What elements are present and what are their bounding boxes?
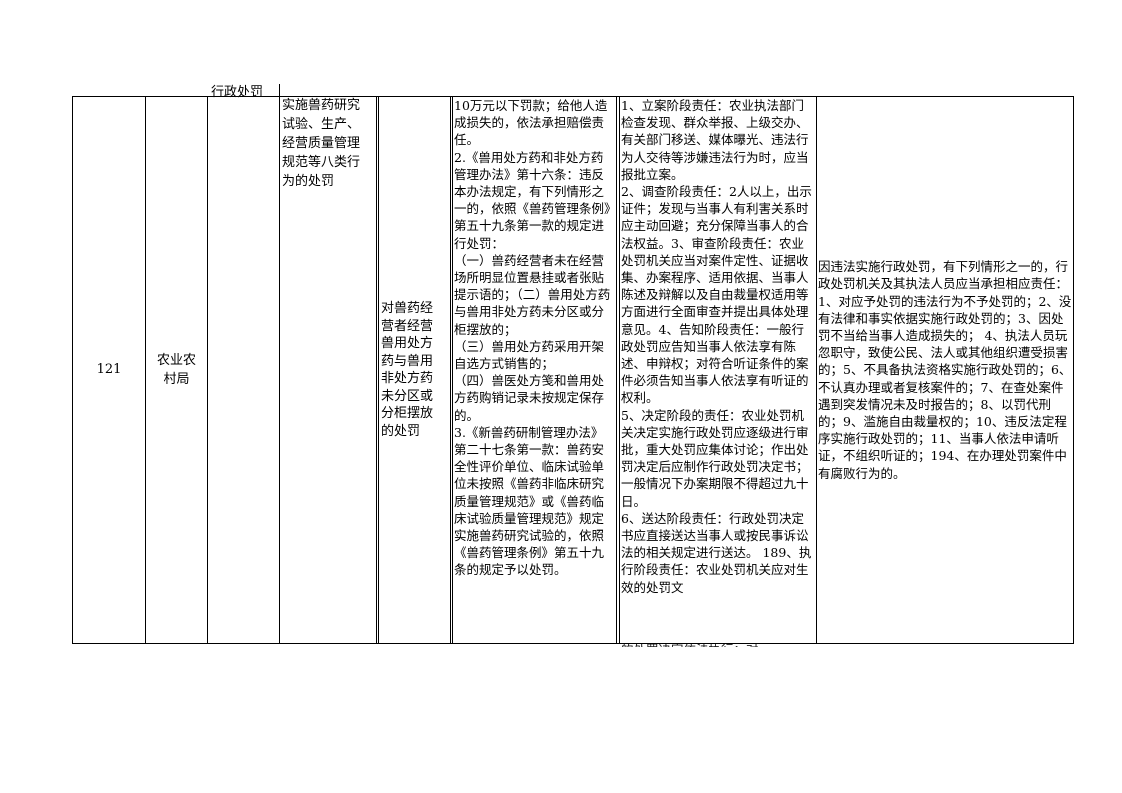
col-border [1073, 96, 1074, 644]
accountability-text: 因违法实施行政处罚，有下列情形之一的，行政处罚机关及其执法人员应当承担相应责任：… [818, 259, 1072, 481]
col-border [279, 84, 280, 644]
col-border [816, 96, 817, 644]
clipped-bottom-line: 的处罚决定依法执行：对 [621, 641, 815, 647]
col-border [376, 96, 377, 644]
responsibility-text: 1、立案阶段责任：农业执法部门检查发现、群众举报、上级交办、有关部门移送、媒体曝… [621, 98, 812, 595]
sub-item-name: 对兽药经 营者经营 兽用处方 药与兽用 非处方药 未分区或 分柜摆放 的处罚 [381, 301, 434, 439]
row-number: 121 [96, 362, 122, 378]
col-border [378, 96, 379, 644]
col-border [450, 96, 451, 644]
col-border [145, 96, 146, 644]
col-border [452, 96, 453, 644]
table-top-border [72, 96, 1074, 97]
table-bottom-border [72, 643, 1074, 644]
department-name: 农业农 村局 [156, 353, 196, 387]
col-border [207, 96, 208, 644]
category-fragment: 行政处罚 [211, 85, 264, 100]
legal-basis-text: 10万元以下罚款；给他人造成损失的，依法承担赔偿责任。 2.《兽用处方药和非处方… [454, 98, 611, 578]
col-border [72, 96, 73, 644]
col-border [616, 96, 617, 644]
col-border [619, 96, 620, 644]
item-name: 实施兽药研究 试验、生产、 经营质量管理 规范等八类行 为的处罚 [282, 98, 361, 189]
